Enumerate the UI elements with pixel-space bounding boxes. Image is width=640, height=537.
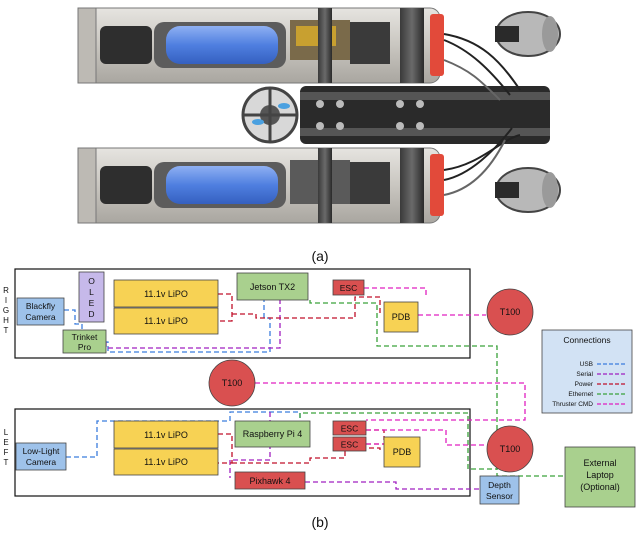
esc-left-2 xyxy=(332,436,367,452)
legend-label-usb: USB xyxy=(580,361,593,368)
t100-right xyxy=(486,288,534,336)
side-label-left-0: L xyxy=(4,428,9,437)
right-lipo-2-label: 11.1v LiPO xyxy=(144,316,188,326)
upper-red-endcap xyxy=(430,14,444,76)
pixhawk-label: Pixhawk 4 xyxy=(249,476,290,486)
upper-hull-tube xyxy=(77,7,444,84)
side-label-right-2: G xyxy=(3,306,9,315)
esc-right xyxy=(332,279,365,296)
side-label-right-0: R xyxy=(3,286,9,295)
lowlight-label-line2: Camera xyxy=(26,457,57,467)
horizontal-thruster-lower xyxy=(495,167,561,213)
t100-right-label: T100 xyxy=(500,307,521,317)
right-hull-box xyxy=(14,268,471,359)
raspberry-label: Raspberry Pi 4 xyxy=(243,429,303,439)
legend-label-power: Power xyxy=(575,381,594,388)
low-light-camera xyxy=(15,442,67,471)
lower-red-endcap xyxy=(430,154,444,216)
pdb-right-label: PDB xyxy=(392,312,411,322)
left-lipo-1-label: 11.1v LiPO xyxy=(144,430,188,440)
laptop-label-line2: Laptop xyxy=(586,470,614,480)
laptop-label-line1: External xyxy=(583,458,616,468)
oled-display xyxy=(78,271,105,323)
side-label-left-2: F xyxy=(4,448,9,457)
esc-left-1 xyxy=(332,420,367,436)
left-hull-box xyxy=(14,408,471,497)
oled-letter-1: L xyxy=(89,287,94,297)
right-lipo-2 xyxy=(113,307,219,335)
esc-left-2-label: ESC xyxy=(341,440,358,450)
t100-left-label: T100 xyxy=(500,444,521,454)
side-label-left-1: E xyxy=(3,438,8,447)
jetson-tx2 xyxy=(236,272,309,301)
lowlight-label-line1: Low-Light xyxy=(23,446,60,456)
external-laptop xyxy=(564,446,636,508)
caption-b: (b) xyxy=(311,514,328,530)
oled-letter-0: O xyxy=(88,276,95,286)
t100-left xyxy=(486,425,534,473)
side-label-right-4: T xyxy=(4,326,9,335)
raspberry-pi-4 xyxy=(234,420,311,448)
pdb-right xyxy=(383,301,419,333)
side-label-right-1: I xyxy=(5,296,7,305)
horizontal-thruster-upper xyxy=(495,11,561,57)
laptop-label-line3: (Optional) xyxy=(580,482,620,492)
upper-battery xyxy=(166,26,278,64)
legend-label-serial: Serial xyxy=(576,371,593,378)
oled-letter-3: D xyxy=(88,309,94,319)
connections-legend: Connections USB Serial Power Ethernet Th… xyxy=(541,329,633,414)
side-label-right-3: H xyxy=(3,316,9,325)
left-lipo-2-label: 11.1v LiPO xyxy=(144,457,188,467)
t100-middle-label: T100 xyxy=(222,378,243,388)
vertical-thruster xyxy=(241,86,299,144)
lower-hull-tube xyxy=(77,147,444,224)
left-lipo-2 xyxy=(113,448,219,476)
left-lipo-1 xyxy=(113,420,219,449)
legend-title: Connections xyxy=(563,335,610,345)
trinket-pro xyxy=(62,329,107,354)
cables xyxy=(443,33,521,196)
pdb-left xyxy=(383,436,421,468)
pixhawk-4 xyxy=(234,471,306,490)
depth-sensor xyxy=(479,475,520,505)
blackfly-label-line1: Blackfly xyxy=(26,301,56,311)
esc-right-label: ESC xyxy=(340,283,357,293)
trinket-label-line2: Pro xyxy=(78,342,92,352)
side-label-left-3: T xyxy=(4,458,9,467)
right-lipo-1-label: 11.1v LiPO xyxy=(144,289,188,299)
rov-render xyxy=(77,7,561,224)
legend-label-ethernet: Ethernet xyxy=(568,391,593,398)
blackfly-label-line2: Camera xyxy=(25,312,56,322)
esc-left-1-label: ESC xyxy=(341,424,358,434)
right-lipo-1 xyxy=(113,279,219,308)
caption-a: (a) xyxy=(311,248,328,264)
t100-middle xyxy=(208,359,256,407)
center-frame xyxy=(300,86,550,144)
legend-label-thruster-cmd: Thruster CMD xyxy=(552,401,593,408)
trinket-label-line1: Trinket xyxy=(72,332,98,342)
depth-label-line1: Depth xyxy=(488,480,511,490)
blackfly-camera xyxy=(16,297,65,326)
jetson-label: Jetson TX2 xyxy=(250,282,295,292)
lower-battery xyxy=(166,166,278,204)
oled-letter-2: E xyxy=(89,298,95,308)
pdb-left-label: PDB xyxy=(393,447,412,457)
depth-label-line2: Sensor xyxy=(486,491,513,501)
